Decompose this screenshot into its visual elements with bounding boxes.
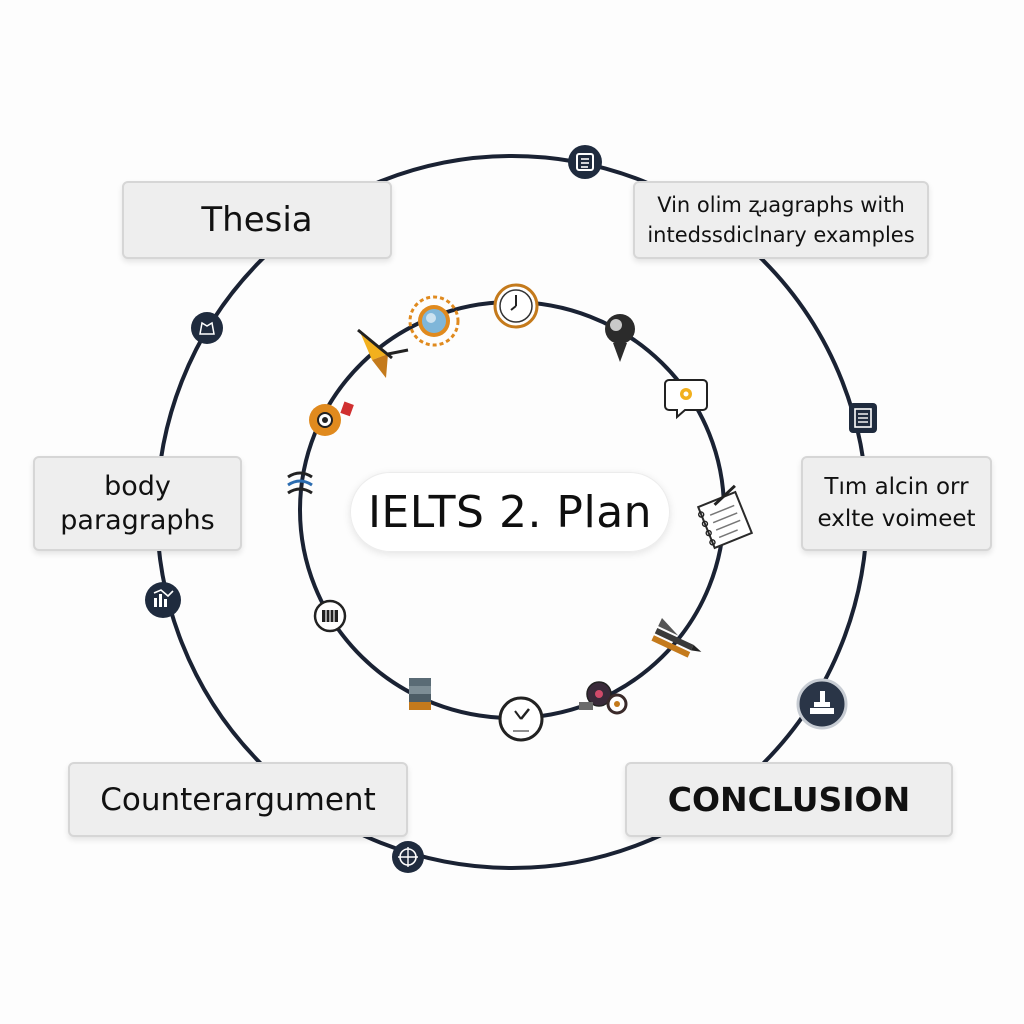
thesis-box: Thesia <box>122 181 392 259</box>
center-title: IELTS 2. Plan <box>367 486 653 538</box>
mid-right-label: Tım alcin orr exlte voimeet <box>817 474 976 532</box>
list-icon <box>568 145 602 179</box>
counterargument-box: Counterargument <box>68 762 408 837</box>
center-title-pill: IELTS 2. Plan <box>350 472 670 552</box>
target-icon <box>392 841 424 873</box>
conclusion-box: CONCLUSION <box>625 762 953 837</box>
coin-stack-icon <box>796 678 848 730</box>
stopwatch-icon <box>498 696 544 742</box>
film-icon <box>313 599 347 633</box>
body-paragraphs-box: body paragraphs <box>33 456 242 551</box>
gears-icon <box>579 681 628 715</box>
books-icon <box>409 678 431 710</box>
books-stack-icon <box>287 471 313 495</box>
document-icon <box>849 403 877 433</box>
chart-icon <box>145 582 181 618</box>
body-paragraphs-label: body paragraphs <box>60 470 215 536</box>
thesis-label: Thesia <box>201 200 313 240</box>
clock-icon <box>493 283 539 329</box>
speech-bubble-icon <box>664 379 708 420</box>
lightbulb-orange-icon <box>309 401 354 436</box>
sun-icon <box>408 295 460 347</box>
top-right-label: Vin olim ʐɹagraphs with intedssdiclnary … <box>647 192 915 247</box>
notebook-icon <box>696 484 754 550</box>
pencil-icon <box>651 618 702 658</box>
mid-right-box: Tım alcin orr exlte voimeet <box>801 456 992 551</box>
top-right-box: Vin olim ʐɹagraphs with intedssdiclnary … <box>633 181 929 259</box>
clipboard-icon <box>191 312 223 344</box>
conclusion-label: CONCLUSION <box>667 780 911 819</box>
kite-icon <box>357 328 409 378</box>
counterargument-label: Counterargument <box>100 781 376 818</box>
lightbulb-icon <box>605 314 635 362</box>
